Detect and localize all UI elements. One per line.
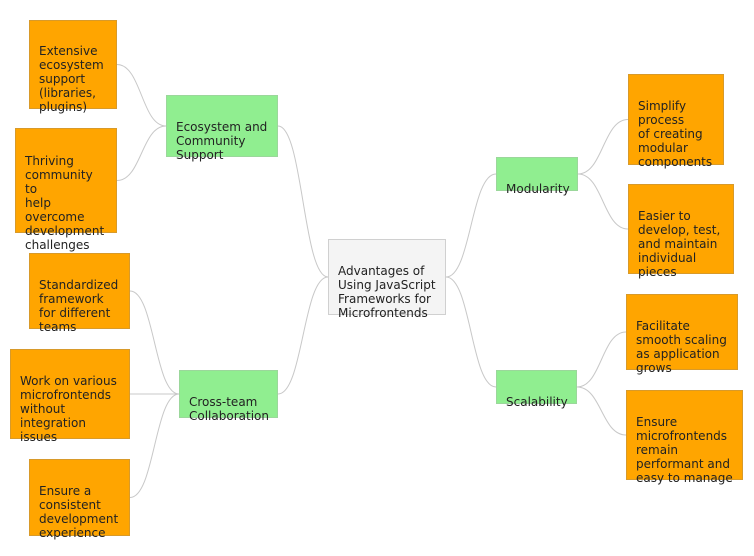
- connector-leaf-simplify-process: [577, 119, 629, 175]
- leaf-label: Thriving community to help overcome deve…: [25, 154, 105, 252]
- connector-root-branch-modularity: [445, 173, 497, 278]
- leaf-remain-performant: Ensure microfrontends remain performant …: [626, 390, 743, 485]
- connector-leaf-facilitate-scaling: [576, 331, 627, 388]
- leaf-label: Extensive ecosystem support (libraries, …: [39, 44, 104, 114]
- leaf-work-on-various: Work on various microfrontends without i…: [10, 349, 130, 444]
- connector-leaf-easier-to-develop: [577, 173, 629, 230]
- connector-root-branch-cross-team: [277, 276, 329, 395]
- leaf-ecosystem-support: Extensive ecosystem support (libraries, …: [29, 20, 117, 114]
- leaf-label: Easier to develop, test, and maintain in…: [638, 209, 721, 279]
- leaf-label: Simplify process of creating modular com…: [638, 99, 713, 169]
- leaf-label: Standardized framework for different tea…: [39, 278, 119, 334]
- branch-modularity: Modularity: [496, 157, 578, 196]
- branch-label: Scalability: [506, 395, 568, 409]
- connector-root-branch-ecosystem: [277, 125, 329, 278]
- connector-leaf-consistent-experience: [129, 393, 180, 498]
- leaf-consistent-experience: Ensure a consistent development experien…: [29, 459, 130, 540]
- connector-root-branch-scalability: [445, 276, 497, 388]
- connector-leaf-ecosystem-support: [116, 64, 167, 127]
- leaf-standardized-framework: Standardized framework for different tea…: [29, 253, 130, 334]
- leaf-label: Ensure microfrontends remain performant …: [636, 415, 733, 485]
- root-node: Advantages of Using JavaScript Framework…: [328, 239, 446, 320]
- leaf-label: Ensure a consistent development experien…: [39, 484, 119, 540]
- connector-leaf-remain-performant: [576, 386, 627, 436]
- branch-cross-team: Cross-team Collaboration: [179, 370, 278, 423]
- branch-scalability: Scalability: [496, 370, 577, 409]
- leaf-easier-to-develop: Easier to develop, test, and maintain in…: [628, 184, 734, 279]
- branch-label: Modularity: [506, 182, 570, 196]
- leaf-facilitate-scaling: Facilitate smooth scaling as application…: [626, 294, 738, 375]
- root-label: Advantages of Using JavaScript Framework…: [338, 264, 436, 320]
- branch-ecosystem: Ecosystem and Community Support: [166, 95, 278, 162]
- leaf-thriving-community: Thriving community to help overcome deve…: [15, 128, 117, 252]
- connector-leaf-thriving-community: [116, 125, 167, 181]
- connector-leaf-standardized-framework: [129, 290, 180, 395]
- leaf-label: Work on various microfrontends without i…: [20, 374, 117, 444]
- leaf-simplify-process: Simplify process of creating modular com…: [628, 74, 724, 169]
- leaf-label: Facilitate smooth scaling as application…: [636, 319, 727, 375]
- branch-label: Cross-team Collaboration: [189, 395, 269, 423]
- branch-label: Ecosystem and Community Support: [176, 120, 268, 162]
